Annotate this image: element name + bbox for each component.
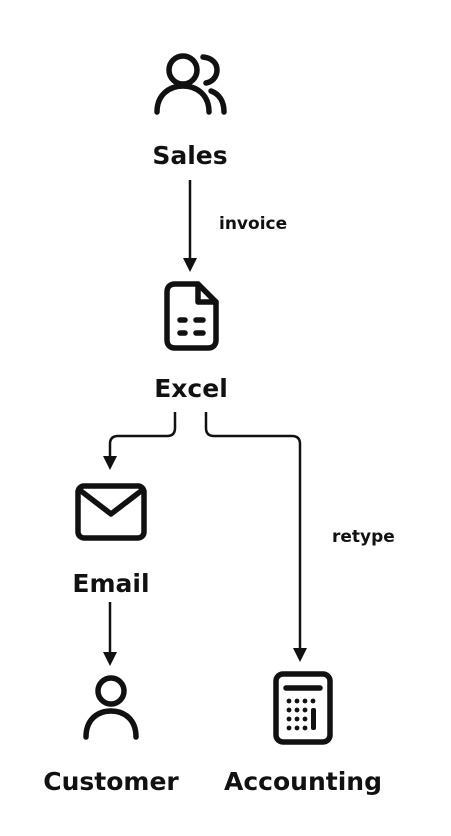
arrowhead [183,258,197,272]
node-sales[interactable]: Sales [152,53,228,170]
edge-excel-accounting: retype [204,412,395,662]
spreadsheet-file-icon [164,281,219,351]
arrowhead [103,456,117,470]
connector-line [204,412,302,648]
edge-excel-email [103,412,177,470]
connector-line [108,412,177,456]
arrowhead [103,652,117,666]
node-label-accounting: Accounting [224,767,382,796]
node-customer[interactable]: Customer [43,675,179,796]
node-excel[interactable]: Excel [154,281,228,403]
edge-email-customer [103,602,117,666]
node-label-customer: Customer [43,767,179,796]
node-label-excel: Excel [154,374,228,403]
node-label-sales: Sales [152,141,227,170]
edge-label-invoice: invoice [219,214,287,234]
node-label-email: Email [72,569,149,598]
users-icon [154,53,227,115]
edge-sales-excel: invoice [183,180,287,272]
user-icon [83,675,139,740]
envelope-icon [75,483,147,541]
calculator-icon [273,671,333,745]
arrowhead [293,648,307,662]
edge-label-retype: retype [332,527,395,547]
node-accounting[interactable]: Accounting [224,671,382,796]
node-email[interactable]: Email [72,483,150,598]
